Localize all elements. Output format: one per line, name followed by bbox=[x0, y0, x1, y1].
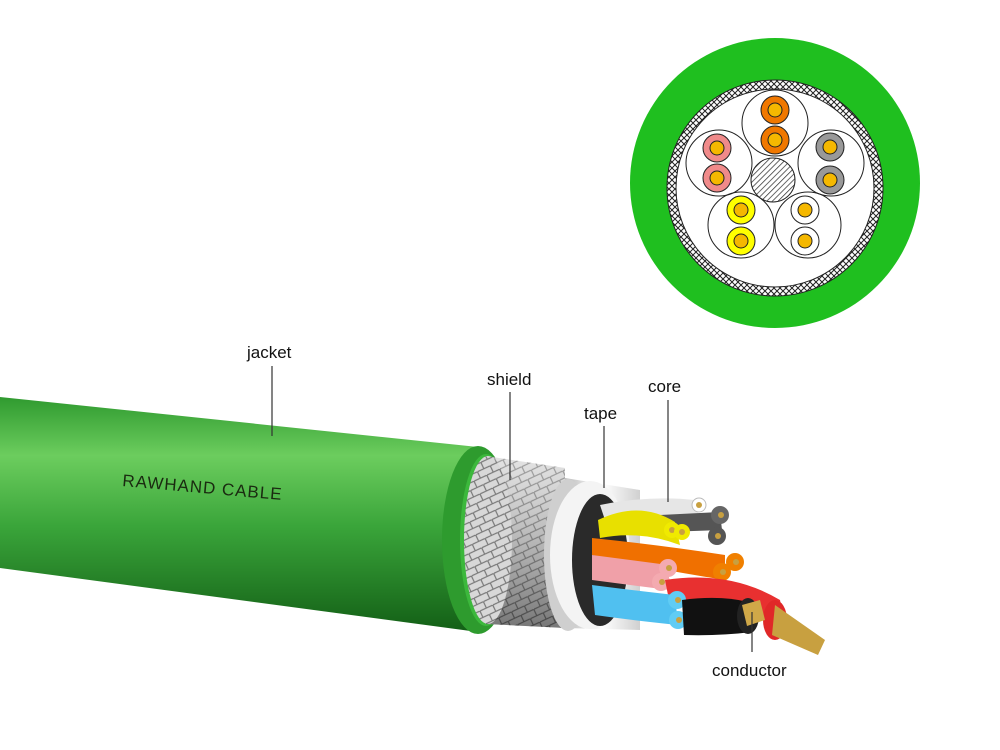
label-conductor: conductor bbox=[712, 661, 787, 680]
label-tape: tape bbox=[584, 404, 617, 423]
label-jacket: jacket bbox=[246, 343, 292, 362]
cross-section bbox=[630, 38, 920, 328]
cable-shield bbox=[464, 456, 565, 628]
leader-lines bbox=[271, 366, 753, 652]
cable-jacket: RAWHAND CABLE bbox=[0, 397, 514, 634]
cable-cores bbox=[592, 497, 825, 655]
label-shield: shield bbox=[487, 370, 531, 389]
label-core: core bbox=[648, 377, 681, 396]
